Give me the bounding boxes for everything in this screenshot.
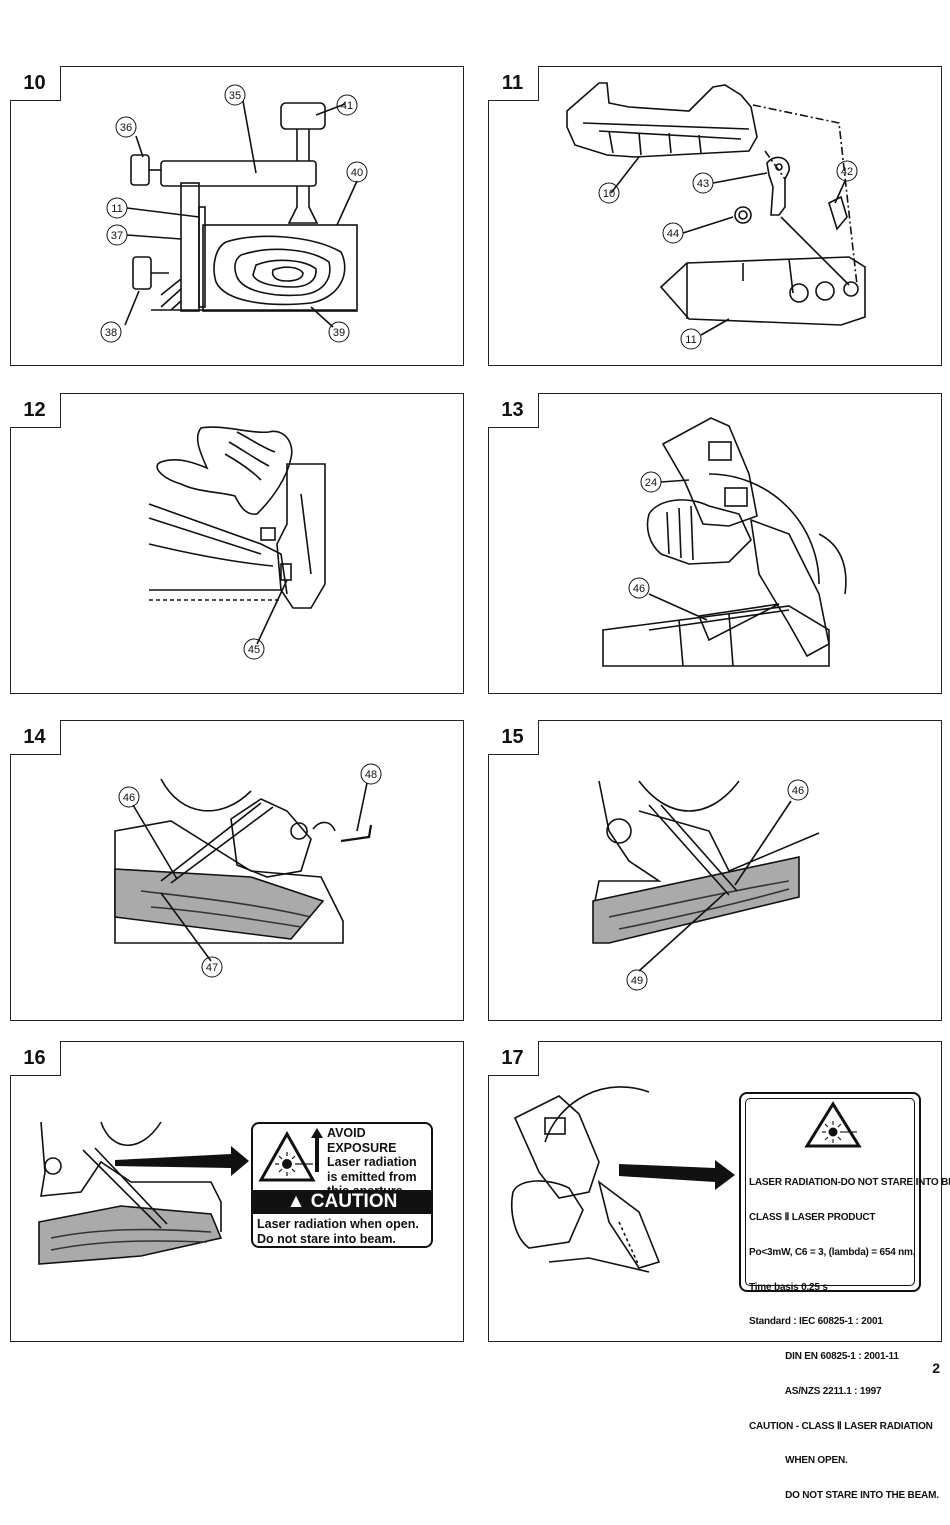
class-line-9: WHEN OPEN. xyxy=(749,1455,848,1467)
callout-35: 35 xyxy=(229,90,241,102)
warning-label-top: AVOID EXPOSURE Laser radiation is emitte… xyxy=(253,1124,431,1198)
figure-13-drawing: 24 46 xyxy=(602,417,847,667)
figure-15-drawing: 46 49 xyxy=(592,779,820,991)
callout-circle xyxy=(346,161,368,183)
callout-39: 39 xyxy=(333,327,345,339)
figure-13-panel: 24 46 13 xyxy=(487,392,942,694)
caution-text: CAUTION xyxy=(310,1191,398,1212)
callout-circle xyxy=(662,222,684,244)
figure-number: 14 xyxy=(9,719,61,755)
laser-hazard-icon xyxy=(804,1101,862,1148)
warning-line-1: AVOID EXPOSURE xyxy=(327,1126,397,1155)
callout-49: 49 xyxy=(631,975,643,987)
figure-number: 12 xyxy=(9,392,61,428)
warning-bottom-text: Laser radiation when open. Do not stare … xyxy=(257,1217,429,1246)
figure-number: 16 xyxy=(9,1040,61,1076)
warning-line-3: is emitted from xyxy=(327,1169,417,1184)
class-line-5: Standard : IEC 60825-1 : 2001 xyxy=(749,1316,883,1328)
callout-circle xyxy=(360,763,382,785)
figure-14-drawing: 48 46 47 xyxy=(114,763,382,978)
page-number: 2 xyxy=(932,1360,940,1376)
callout-circle xyxy=(115,116,137,138)
callout-circle xyxy=(118,786,140,808)
class-line-10: DO NOT STARE INTO THE BEAM. xyxy=(749,1490,939,1502)
figure-12-drawing: 45 xyxy=(148,426,326,660)
arrow-up-icon xyxy=(311,1128,323,1172)
warning-text: AVOID EXPOSURE Laser radiation is emitte… xyxy=(327,1126,431,1199)
figure-10-drawing: 35 36 41 40 11 37 38 39 xyxy=(100,84,368,343)
callout-46: 46 xyxy=(633,583,645,595)
arrow-icon xyxy=(619,1160,735,1190)
callout-circle xyxy=(336,94,358,116)
figure-14-panel: 48 46 47 14 xyxy=(9,719,464,1021)
callout-46: 46 xyxy=(123,792,135,804)
callout-circle xyxy=(692,172,714,194)
figure-16-drawing xyxy=(38,1121,249,1265)
class-line-1: LASER RADIATION-DO NOT STARE INTO BEAM xyxy=(749,1177,950,1189)
class-label-text: LASER RADIATION-DO NOT STARE INTO BEAM C… xyxy=(749,1154,950,1525)
callout-circle xyxy=(598,182,620,204)
warning-line-6: Do not stare into beam. xyxy=(257,1231,396,1246)
figure-11-drawing: 10 43 42 44 11 xyxy=(566,82,866,350)
callout-circle xyxy=(106,224,128,246)
figure-16-panel: AVOID EXPOSURE Laser radiation is emitte… xyxy=(9,1040,464,1342)
callout-circle xyxy=(243,638,265,660)
callout-10: 10 xyxy=(603,188,615,200)
callout-41: 41 xyxy=(341,100,353,112)
figure-17-panel: LASER RADIATION-DO NOT STARE INTO BEAM C… xyxy=(487,1040,950,1501)
callout-circle xyxy=(787,779,809,801)
figure-17-drawing xyxy=(510,1086,735,1273)
figure-number: 17 xyxy=(487,1040,539,1076)
figure-12-panel: 45 12 xyxy=(9,392,464,694)
laser-warning-label: AVOID EXPOSURE Laser radiation is emitte… xyxy=(251,1122,433,1248)
class-line-6: DIN EN 60825-1 : 2001-11 xyxy=(749,1351,899,1363)
caution-bar: ▲ CAUTION xyxy=(253,1190,431,1214)
class-line-8: CAUTION - CLASS Ⅱ LASER RADIATION xyxy=(749,1420,933,1432)
callout-44: 44 xyxy=(667,228,679,240)
callout-circle xyxy=(201,956,223,978)
callout-24: 24 xyxy=(645,477,657,489)
label-inner-border xyxy=(745,1098,915,1286)
laser-class-label: LASER RADIATION-DO NOT STARE INTO BEAM C… xyxy=(739,1092,950,1501)
figure-11-panel: 10 43 42 44 11 11 xyxy=(487,65,942,366)
callout-circle xyxy=(836,160,858,182)
figure-number: 11 xyxy=(487,65,539,101)
callout-37: 37 xyxy=(111,230,123,242)
figure-number: 13 xyxy=(487,392,539,428)
callout-45: 45 xyxy=(248,644,260,656)
callout-43: 43 xyxy=(697,178,709,190)
laser-hazard-icon xyxy=(258,1130,316,1182)
callout-11: 11 xyxy=(111,203,122,215)
callout-circle xyxy=(628,577,650,599)
warning-triangle-icon: ▲ xyxy=(286,1191,306,1212)
callout-40: 40 xyxy=(351,167,363,179)
callout-circle xyxy=(106,197,128,219)
callout-circle xyxy=(680,328,702,350)
callout-48: 48 xyxy=(365,769,377,781)
warning-line-2: Laser radiation xyxy=(327,1155,417,1169)
callout-circle xyxy=(100,321,122,343)
figure-15-panel: 46 49 15 xyxy=(487,719,942,1021)
callout-38: 38 xyxy=(105,327,117,339)
callout-circle xyxy=(224,84,246,106)
class-line-4: Time basis 0.25 s xyxy=(749,1281,828,1293)
callout-circle xyxy=(640,471,662,493)
class-line-3: Po<3mW, C6 = 3, (lambda) = 654 nm, xyxy=(749,1246,916,1258)
callout-47: 47 xyxy=(206,962,218,974)
warning-line-5: Laser radiation when open. xyxy=(257,1217,419,1231)
arrow-icon xyxy=(115,1146,249,1176)
callout-11: 11 xyxy=(685,334,696,346)
callout-circle xyxy=(626,969,648,991)
figure-10-panel: 35 36 41 40 11 37 38 39 10 xyxy=(9,65,464,366)
callout-42: 42 xyxy=(841,166,853,178)
class-line-2: CLASS Ⅱ LASER PRODUCT xyxy=(749,1211,876,1223)
callout-46: 46 xyxy=(792,785,804,797)
figure-number: 15 xyxy=(487,719,539,755)
figure-number: 10 xyxy=(9,65,61,101)
callout-circle xyxy=(328,321,350,343)
callout-36: 36 xyxy=(120,122,132,134)
